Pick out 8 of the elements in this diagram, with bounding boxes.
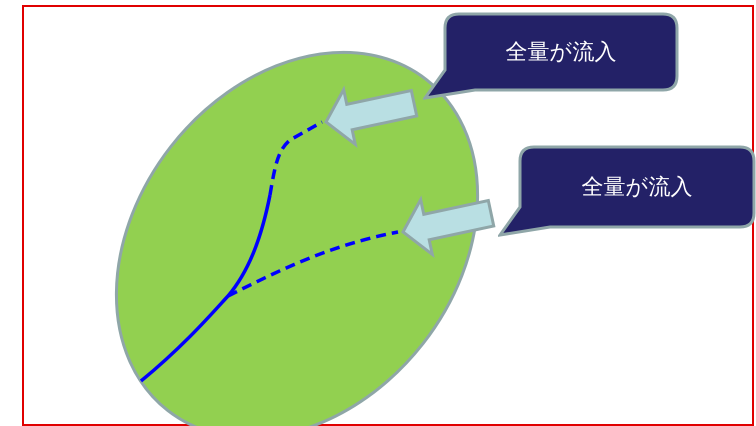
block-arrow (401, 195, 496, 258)
speech-callout (423, 12, 679, 100)
callout-text: 全量が流入 (582, 174, 692, 202)
dashed-river-line (227, 230, 398, 298)
dashed-river-line (268, 120, 323, 196)
speech-callout (498, 145, 756, 237)
block-arrow (324, 85, 419, 148)
callout-text: 全量が流入 (506, 39, 616, 67)
